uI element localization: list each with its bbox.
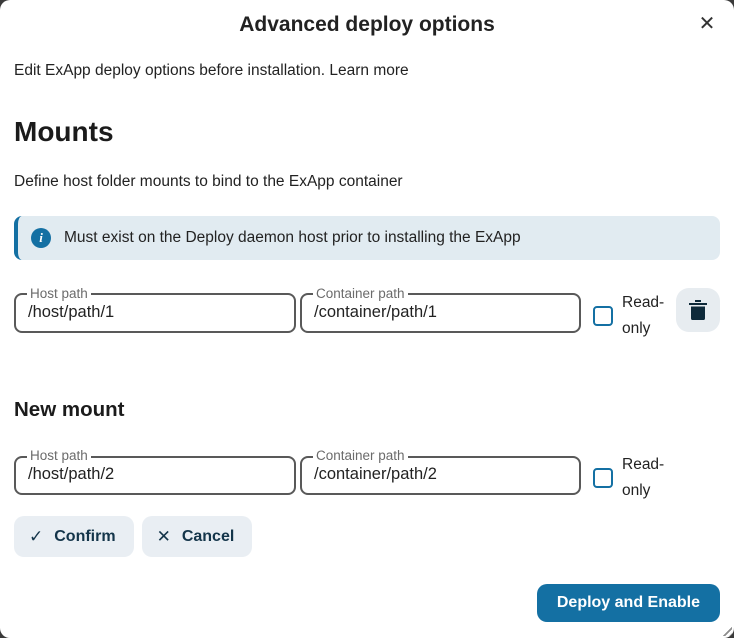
mount-row-new: Host path Container path Read-only (14, 448, 720, 503)
confirm-button[interactable]: ✓ Confirm (14, 516, 134, 558)
cancel-x-icon: ✕ (156, 526, 171, 546)
cancel-button-label: Cancel (181, 527, 235, 545)
confirm-button-label: Confirm (54, 527, 116, 545)
new-host-path-label: Host path (30, 448, 88, 464)
container-path-field: Container path (300, 286, 581, 333)
new-container-path-label: Container path (316, 448, 405, 464)
host-path-input[interactable] (24, 301, 286, 322)
info-icon: i (31, 228, 51, 248)
mounts-description: Define host folder mounts to bind to the… (14, 173, 403, 190)
new-host-path-field: Host path (14, 448, 296, 495)
dialog-header: Advanced deploy options ✕ (0, 0, 734, 37)
new-container-path-input[interactable] (310, 463, 571, 484)
container-path-input[interactable] (310, 301, 571, 322)
new-readonly-checkbox[interactable] (593, 467, 613, 488)
dialog-footer: Deploy and Enable (536, 584, 720, 622)
cancel-button[interactable]: ✕ Cancel (141, 516, 253, 558)
new-mount-actions: ✓ Confirm ✕ Cancel (14, 516, 720, 558)
info-note-text: Must exist on the Deploy daemon host pri… (64, 229, 521, 246)
readonly-label[interactable]: Read-only (622, 294, 665, 337)
resize-handle[interactable] (719, 623, 732, 636)
dialog-title: Advanced deploy options (239, 13, 495, 36)
delete-mount-button[interactable] (676, 288, 720, 332)
host-path-field: Host path (14, 286, 296, 333)
new-mount-heading: New mount (14, 398, 125, 422)
new-readonly-label[interactable]: Read-only (622, 456, 665, 499)
info-note: i Must exist on the Deploy daemon host p… (14, 216, 720, 260)
new-host-path-input[interactable] (24, 463, 286, 484)
close-button[interactable]: ✕ (688, 5, 726, 43)
learn-more-link[interactable]: Learn more (329, 62, 409, 79)
deploy-and-enable-button[interactable]: Deploy and Enable (536, 584, 720, 622)
container-path-label: Container path (316, 286, 405, 301)
intro-sentence: Edit ExApp deploy options before install… (14, 62, 330, 79)
mounts-heading: Mounts (14, 116, 114, 147)
trash-icon (689, 300, 707, 320)
close-icon: ✕ (698, 13, 716, 35)
host-path-label: Host path (30, 286, 88, 301)
check-icon: ✓ (29, 526, 44, 546)
new-container-path-field: Container path (300, 448, 581, 495)
readonly-checkbox[interactable] (593, 305, 613, 326)
intro-text: Edit ExApp deploy options before install… (14, 62, 720, 80)
readonly-option: Read-only (593, 290, 676, 341)
mount-row-existing: Host path Container path Read-only (14, 286, 720, 341)
new-readonly-option: Read-only (593, 452, 676, 503)
dialog-content: Edit ExApp deploy options before install… (0, 62, 734, 558)
